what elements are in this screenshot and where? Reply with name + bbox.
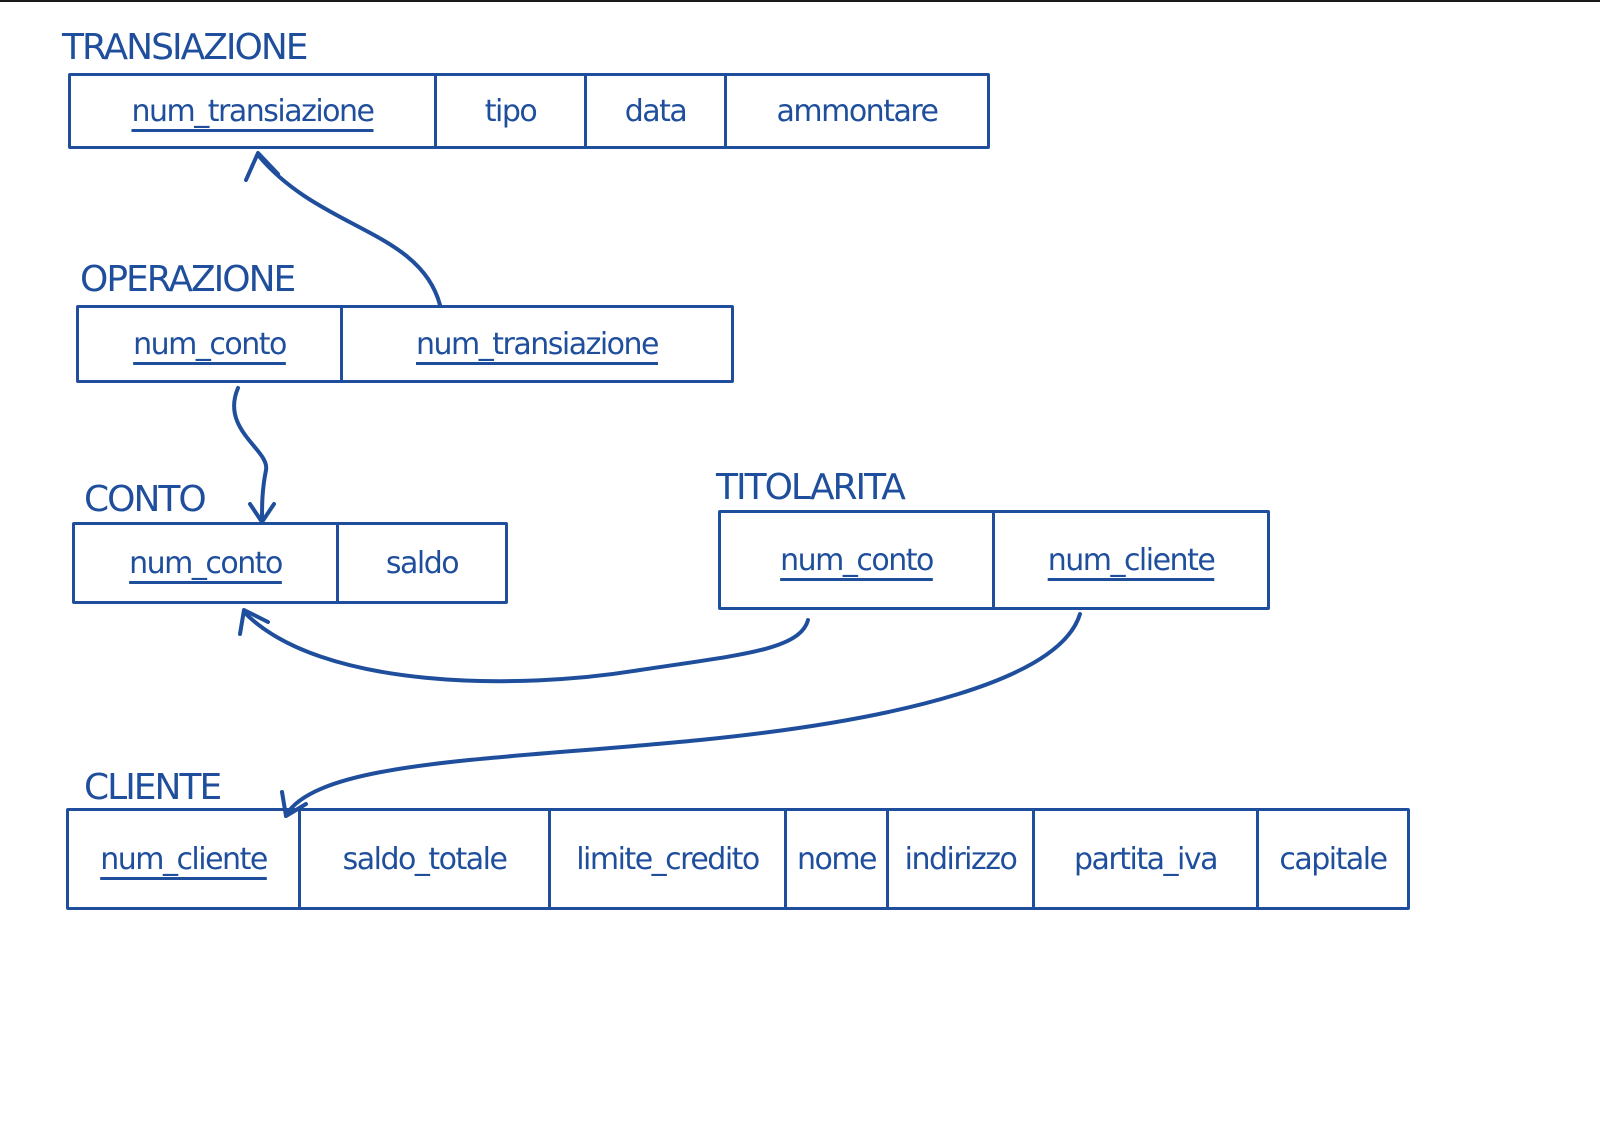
field-operazione-num-conto: num_conto (79, 308, 343, 380)
field-cliente-nome: nome (787, 811, 889, 907)
table-cliente: num_cliente saldo_totale limite_credito … (66, 808, 1410, 910)
field-cliente-limite-credito: limite_credito (551, 811, 787, 907)
table-title-titolarita: TITOLARITA (716, 467, 906, 508)
field-transiazione-data: data (587, 76, 727, 146)
arrow-titolarita-to-cliente (284, 612, 1082, 817)
arrowhead-cliente (280, 790, 308, 818)
field-transiazione-num-transiazione: num_transiazione (71, 76, 437, 146)
table-titolarita: num_conto num_cliente (718, 510, 1270, 610)
table-operazione: num_conto num_transiazione (76, 305, 734, 383)
arrowhead-conto-from-operazione (248, 502, 276, 524)
field-transiazione-tipo: tipo (437, 76, 587, 146)
field-titolarita-num-cliente: num_cliente (1047, 542, 1216, 578)
table-transiazione: num_transiazione tipo data ammontare (68, 73, 990, 149)
table-title-transiazione: TRANSIAZIONE (62, 27, 308, 68)
table-title-conto: CONTO (84, 479, 207, 520)
field-cliente-partita-iva: partita_iva (1035, 811, 1259, 907)
field-cliente-indirizzo: indirizzo (889, 811, 1035, 907)
top-border-line (0, 0, 1600, 2)
arrowhead-conto-from-titolarita (238, 608, 270, 636)
arrowhead-transiazione (244, 151, 280, 182)
arrow-operazione-to-transiazione (256, 153, 442, 307)
field-conto-num-conto: num_conto (75, 525, 339, 601)
table-title-cliente: CLIENTE (84, 767, 222, 808)
field-titolarita-num-conto: num_conto (721, 513, 995, 607)
field-operazione-num-transiazione: num_transiazione (415, 326, 660, 362)
table-conto: num_conto saldo (72, 522, 508, 604)
field-conto-saldo: saldo (385, 545, 460, 581)
field-cliente-num-cliente: num_cliente (69, 811, 301, 907)
field-transiazione-ammontare: ammontare (776, 93, 939, 129)
table-title-operazione: OPERAZIONE (80, 259, 296, 300)
field-cliente-capitale: capitale (1279, 841, 1388, 877)
field-cliente-saldo-totale: saldo_totale (301, 811, 551, 907)
arrow-operazione-to-conto (232, 386, 269, 522)
arrow-titolarita-to-conto (242, 610, 810, 684)
